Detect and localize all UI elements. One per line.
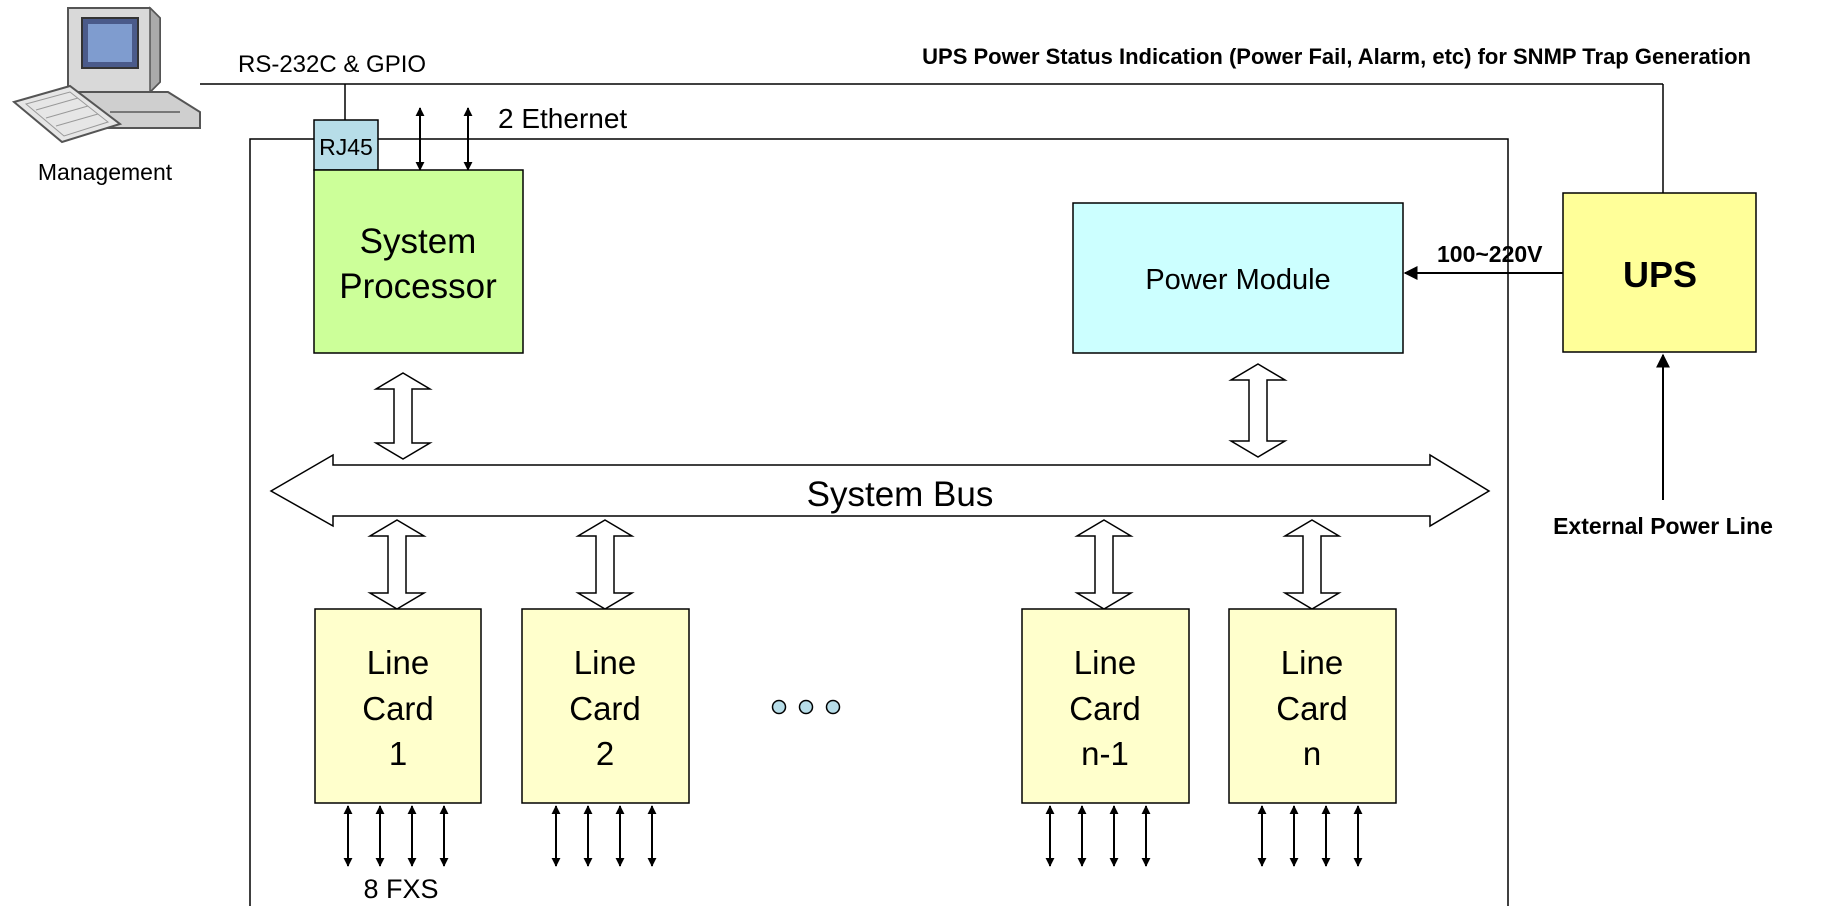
line-card-n-line3: n — [1303, 735, 1321, 772]
chassis-frame — [249, 138, 1509, 906]
line-card-n-1 — [1021, 608, 1190, 804]
fxs-label: 8 FXS — [363, 874, 438, 904]
voltage-label: 100~220V — [1437, 241, 1543, 267]
line-card-n-1-line1: Line — [1074, 644, 1136, 681]
line-card-1-line2: Card — [362, 690, 434, 727]
serial-link-label: RS-232C & GPIO — [238, 51, 426, 78]
power-module-block — [1072, 202, 1404, 354]
power-module-label: Power Module — [1145, 264, 1330, 296]
computer-icon — [11, 6, 201, 144]
system-processor-label-line2: Processor — [339, 267, 497, 306]
line-card-n-1-line2: Card — [1069, 690, 1141, 727]
more-cards-ellipsis — [771, 699, 841, 715]
ethernet-label: 2 Ethernet — [498, 103, 627, 134]
ups-status-label: UPS Power Status Indication (Power Fail,… — [922, 44, 1751, 69]
line-card-1-line3: 1 — [389, 735, 407, 772]
external-power-label: External Power Line — [1553, 513, 1773, 539]
line-card-2-line2: Card — [569, 690, 641, 727]
bus-connector-card-n — [1282, 519, 1342, 610]
line-card-n-line2: Card — [1276, 690, 1348, 727]
management-label: Management — [38, 159, 173, 185]
bus-connector-power-module — [1228, 363, 1288, 458]
system-processor-block — [313, 169, 524, 354]
ups-block — [1562, 192, 1757, 353]
bus-connector-card-2 — [575, 519, 635, 610]
system-processor-label-line1: System — [360, 222, 477, 261]
line-card-2 — [521, 608, 690, 804]
line-card-1-line1: Line — [367, 644, 429, 681]
line-card-1 — [314, 608, 482, 804]
bus-connector-card-1 — [367, 519, 427, 610]
rj45-label: RJ45 — [319, 134, 373, 160]
line-card-2-line1: Line — [574, 644, 636, 681]
line-card-n-line1: Line — [1281, 644, 1343, 681]
bus-connector-card-n-1 — [1074, 519, 1134, 610]
line-card-n-1-line3: n-1 — [1081, 735, 1129, 772]
bus-connector-processor — [373, 372, 433, 460]
line-card-2-line3: 2 — [596, 735, 614, 772]
line-card-n — [1228, 608, 1397, 804]
fxs-port-arrows — [343, 805, 1363, 867]
ups-label: UPS — [1623, 254, 1697, 295]
system-bus-arrow — [269, 453, 1491, 528]
system-bus-label: System Bus — [807, 475, 994, 514]
